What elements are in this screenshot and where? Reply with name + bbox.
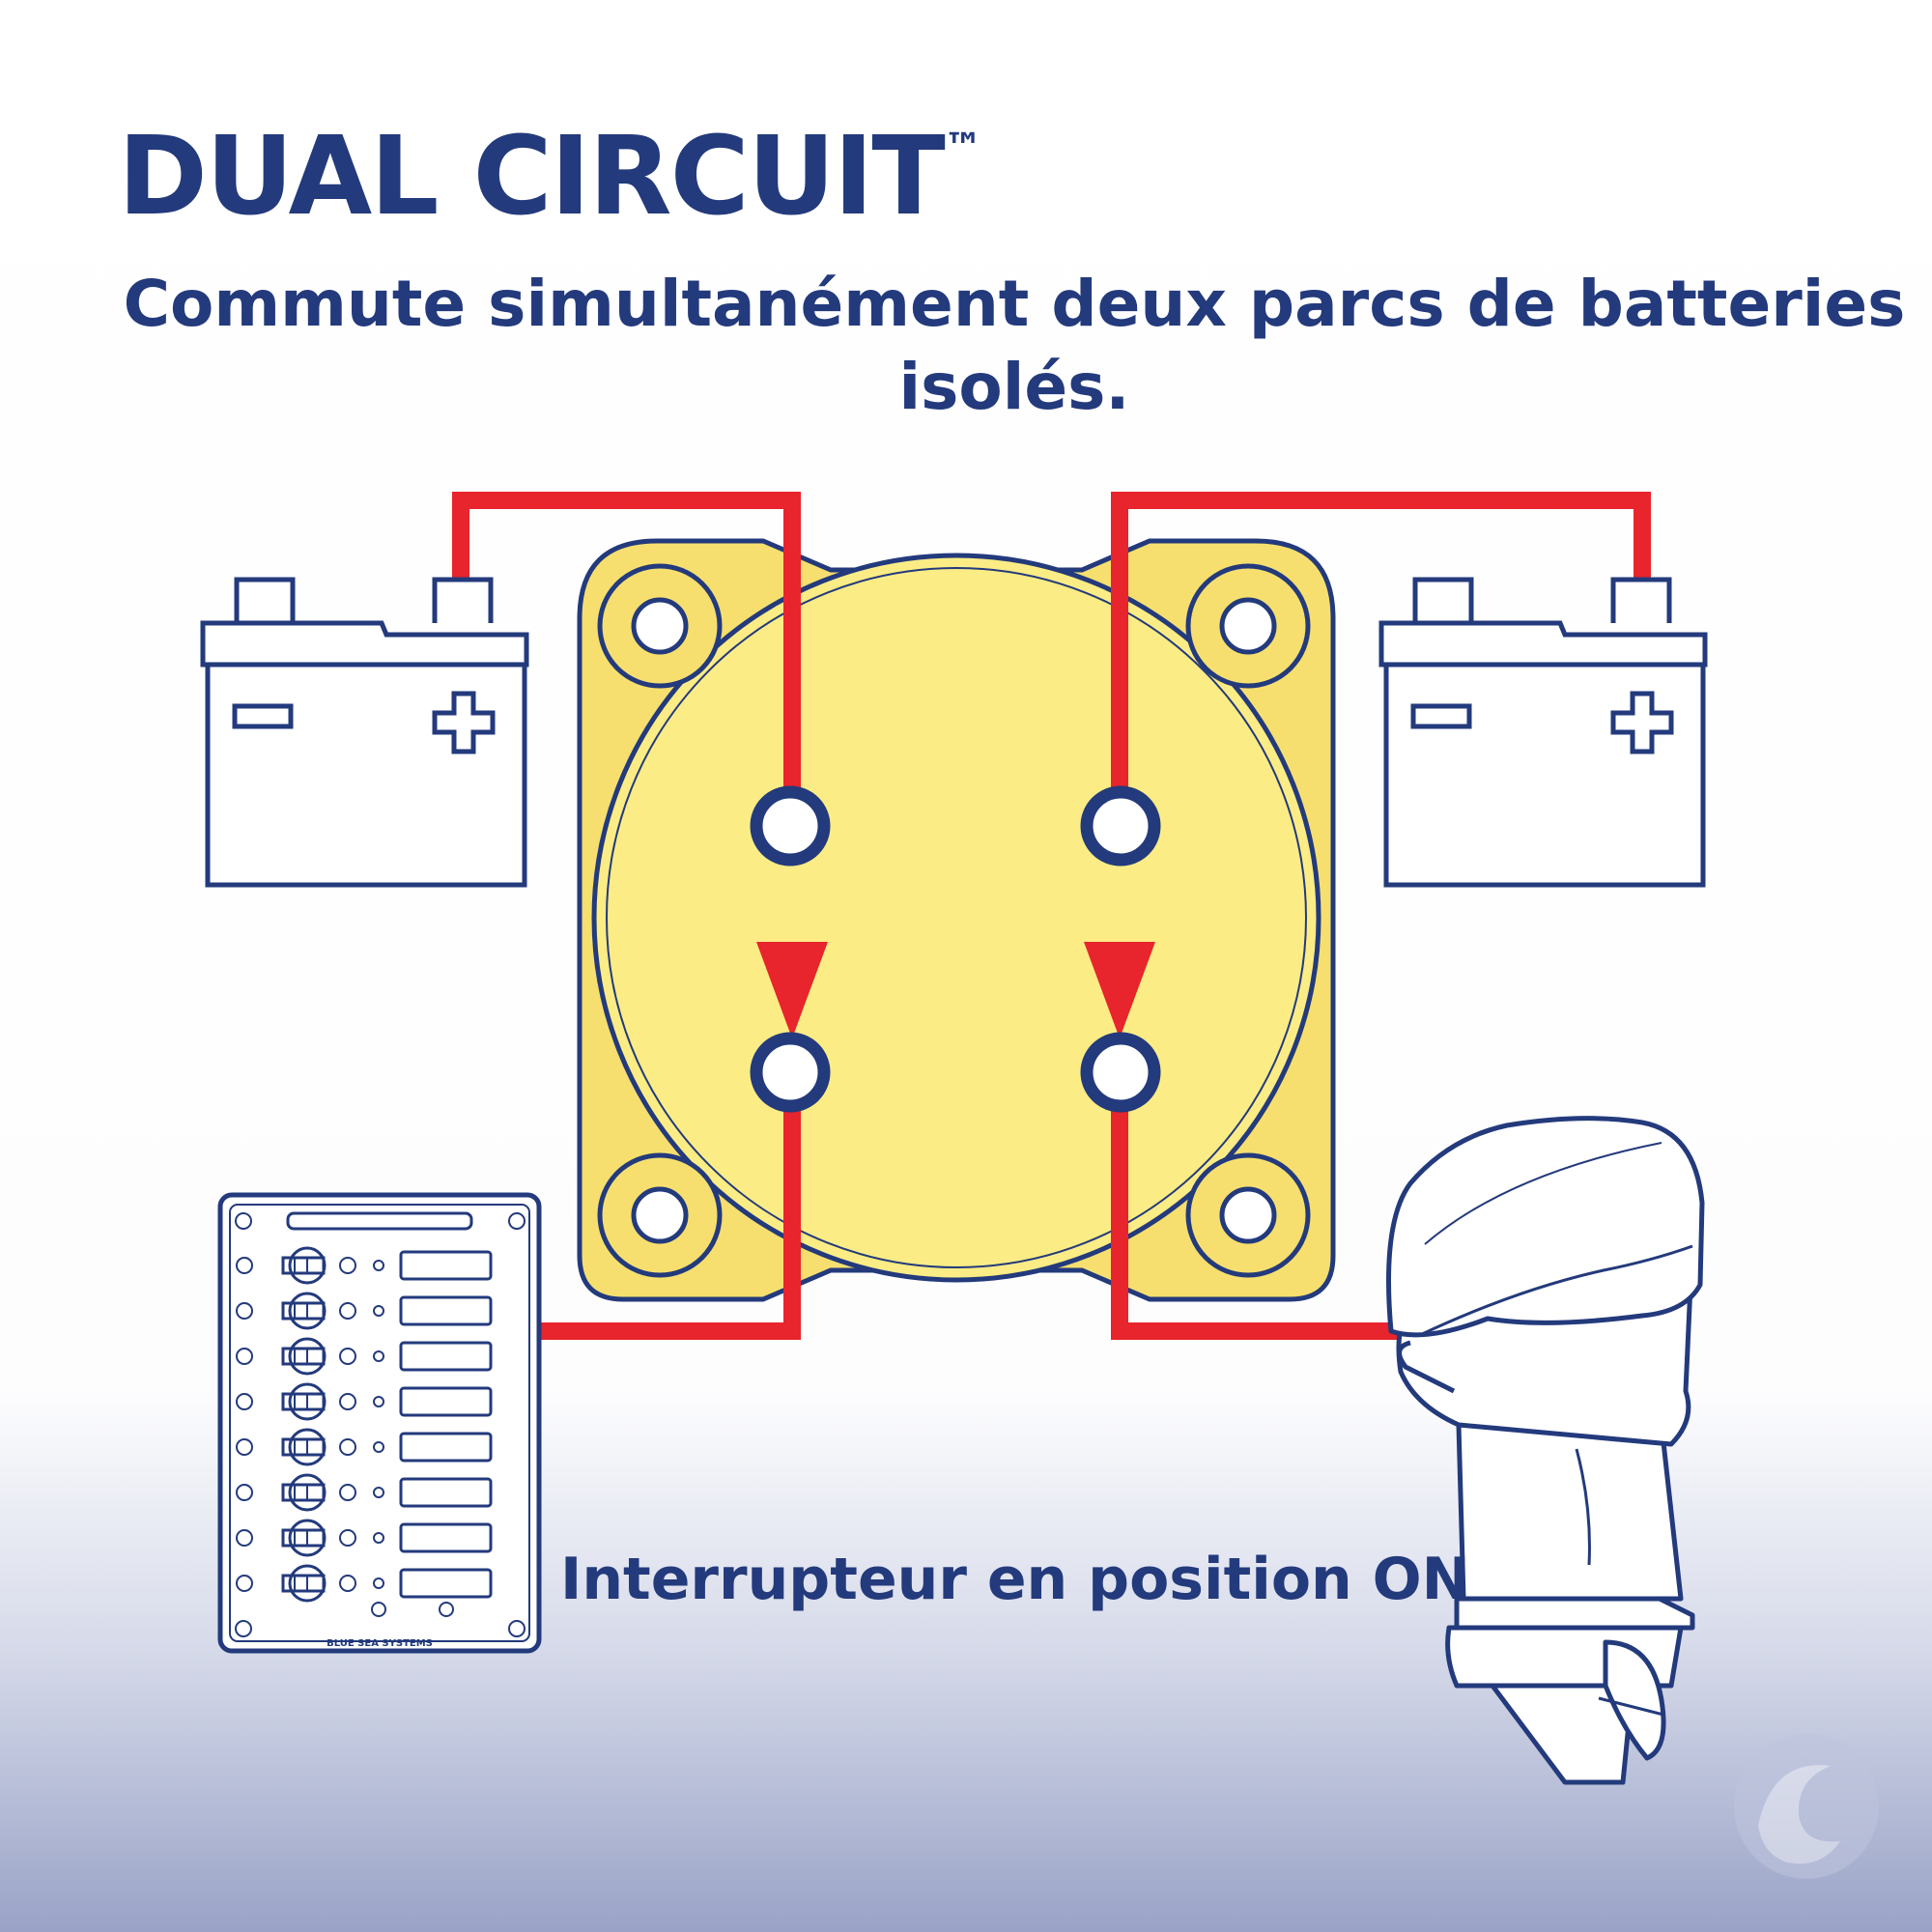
label-slot <box>399 1341 493 1372</box>
battery-right <box>1378 577 1708 888</box>
indicator-led <box>373 1260 384 1271</box>
toggle-lever <box>281 1256 326 1275</box>
indicator-led <box>373 1487 384 1498</box>
screw-icon <box>339 1302 356 1320</box>
outboard-motor-icon <box>1386 1116 1705 1785</box>
panel-switch-row <box>236 1519 493 1557</box>
toggle-lever <box>281 1574 326 1593</box>
screw-icon <box>236 1575 253 1592</box>
wiring-circuit-2 <box>1111 492 1651 1340</box>
panel-switch-row <box>236 1337 493 1376</box>
screw-icon <box>236 1348 253 1365</box>
screw-icon <box>236 1302 253 1320</box>
indicator-led <box>373 1350 384 1362</box>
page-title: DUAL CIRCUIT™ <box>118 114 982 240</box>
label-slot <box>399 1295 493 1326</box>
arrow-down-icon <box>756 942 828 1038</box>
wiring-circuit-1 <box>452 492 801 1340</box>
label-slot <box>399 1522 493 1553</box>
toggle-lever <box>281 1392 326 1411</box>
panel-switch-row <box>236 1246 493 1285</box>
indicator-led <box>373 1396 384 1407</box>
panel-brand-text: BLUE SEA SYSTEMS <box>327 1638 433 1649</box>
screw-icon <box>236 1484 253 1501</box>
label-slot <box>399 1568 493 1599</box>
switch-terminals <box>750 785 1161 1113</box>
indicator-led <box>373 1305 384 1317</box>
arrow-down-icon <box>1084 942 1155 1038</box>
label-slot <box>399 1432 493 1463</box>
trademark-symbol: ™ <box>943 126 982 170</box>
switch-position-caption: Interrupteur en position ON <box>560 1546 1470 1613</box>
toggle-lever <box>281 1347 326 1366</box>
screw-icon <box>339 1438 356 1456</box>
toggle-lever <box>281 1483 326 1502</box>
wave-logo-icon <box>1734 1734 1879 1879</box>
screw-icon <box>339 1529 356 1547</box>
panel-switch-row <box>236 1292 493 1330</box>
screw-icon <box>236 1257 253 1274</box>
indicator-led <box>373 1532 384 1544</box>
battery-switch-icon <box>577 538 1336 1302</box>
screw-icon <box>339 1257 356 1274</box>
panel-switch-row <box>236 1473 493 1512</box>
screw-icon <box>339 1348 356 1365</box>
screw-icon <box>236 1393 253 1410</box>
screw-icon <box>339 1393 356 1410</box>
screw-icon <box>339 1575 356 1592</box>
label-slot <box>399 1386 493 1417</box>
label-slot <box>399 1477 493 1508</box>
toggle-lever <box>281 1528 326 1548</box>
toggle-lever <box>281 1301 326 1321</box>
battery-left <box>200 577 529 888</box>
page-subtitle: Commute simultanément deux parcs de batt… <box>123 267 1906 424</box>
indicator-led <box>373 1577 384 1589</box>
screw-icon <box>236 1529 253 1547</box>
indicator-led <box>373 1441 384 1453</box>
panel-switch-row <box>236 1564 493 1603</box>
label-slot <box>399 1250 493 1281</box>
screw-icon <box>236 1438 253 1456</box>
flow-arrows <box>756 942 1155 1038</box>
panel-switch-row <box>236 1382 493 1421</box>
breaker-panel-icon: BLUE SEA SYSTEMS <box>217 1192 542 1654</box>
panel-switch-row <box>236 1428 493 1466</box>
screw-icon <box>339 1484 356 1501</box>
toggle-lever <box>281 1437 326 1457</box>
